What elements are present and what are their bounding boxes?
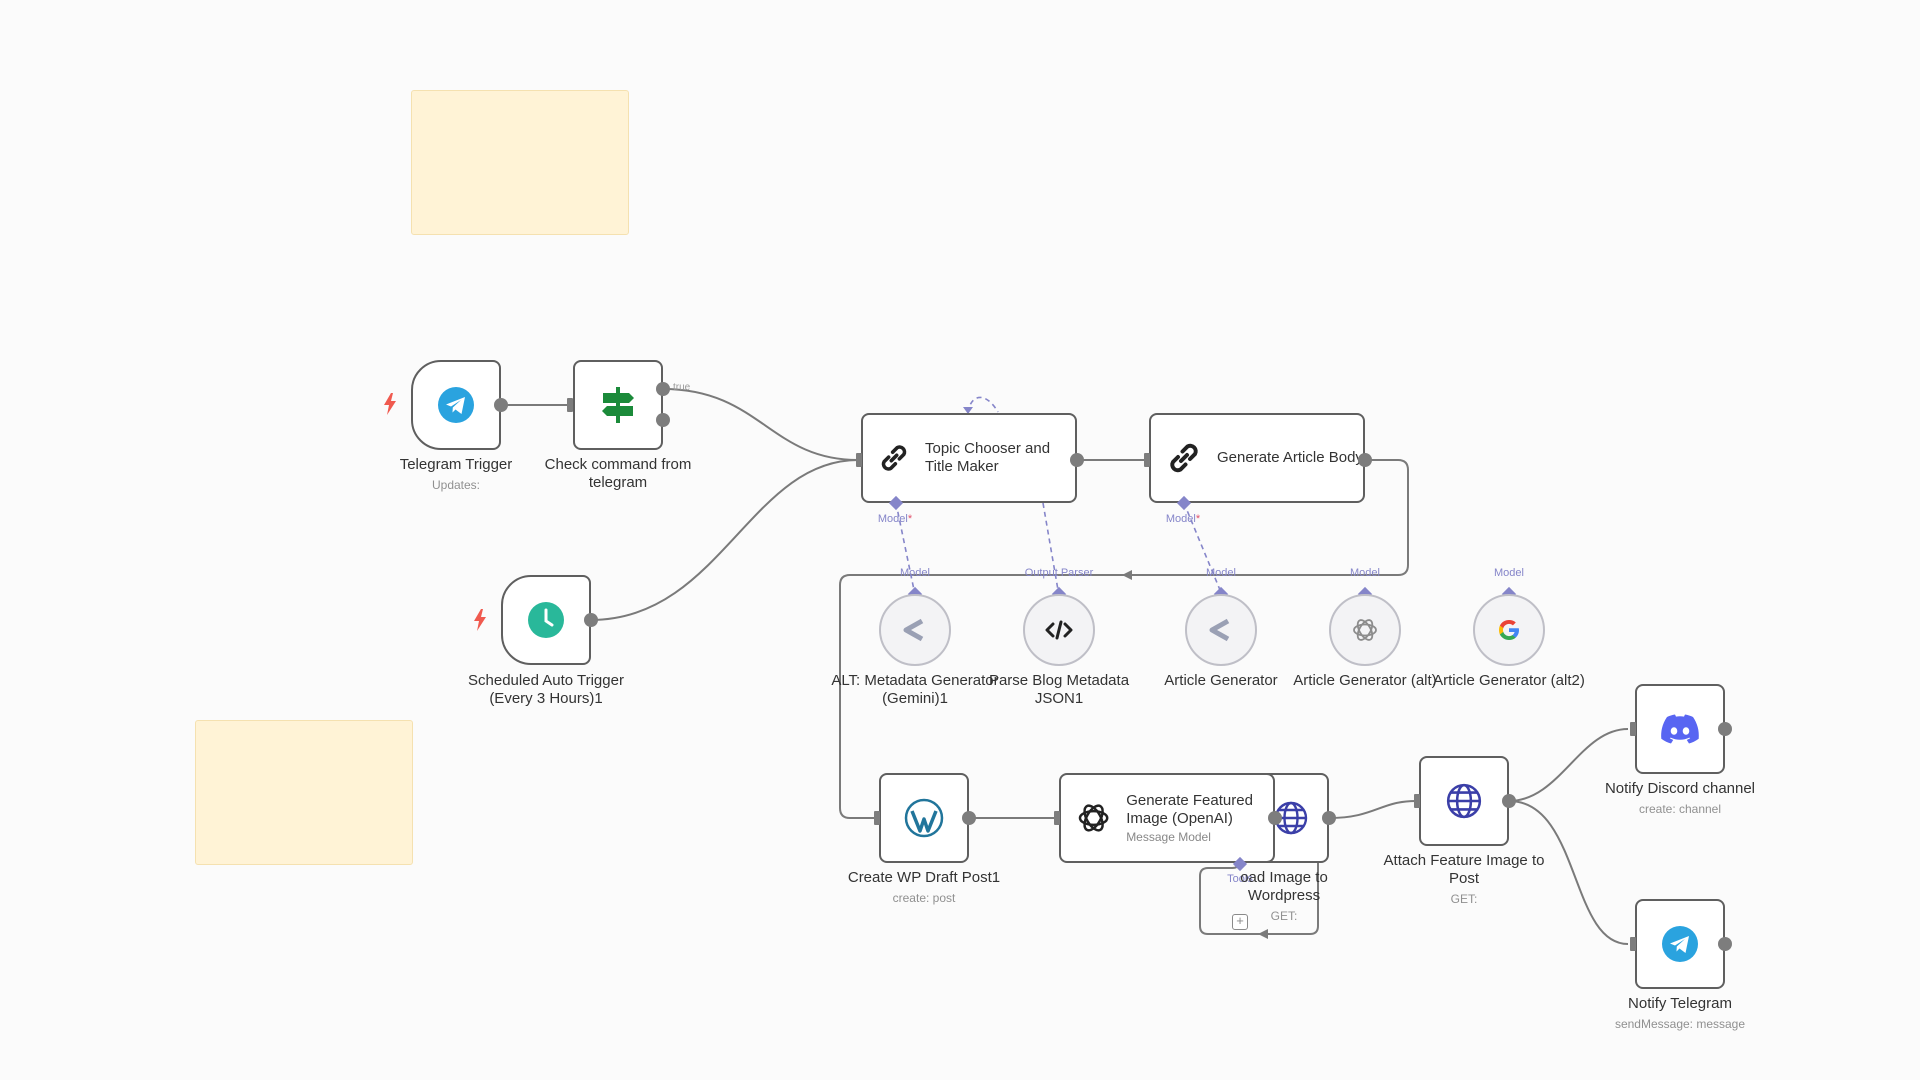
- node-alt-metadata[interactable]: [879, 594, 951, 666]
- node-label: Parse Blog Metadata JSON1: [988, 672, 1130, 707]
- output-port[interactable]: [962, 811, 976, 825]
- edge-upload-to-attach: [1328, 800, 1417, 819]
- node-scheduled-trigger[interactable]: [501, 575, 591, 665]
- edge-attach-to-discord: [1508, 728, 1629, 802]
- sub-port-label: Model: [1206, 567, 1236, 579]
- ai-edge-body-model: [1183, 502, 1221, 591]
- sticky-note[interactable]: [411, 90, 629, 235]
- ai-edge-topic-parser: [1042, 502, 1059, 591]
- node-label: Check command from telegram: [544, 456, 692, 491]
- node-label: Telegram Trigger Updates:: [399, 456, 513, 492]
- tools-port-label: Tools: [1227, 873, 1253, 885]
- output-port[interactable]: [1502, 794, 1516, 808]
- google-icon: [1499, 620, 1519, 640]
- node-generate-body[interactable]: Generate Article Body: [1149, 413, 1365, 503]
- sub-port-label: Output Parser: [1024, 567, 1094, 579]
- ai-arrow-topic-loop: [963, 407, 973, 414]
- arrow-body-loop: [1122, 570, 1132, 580]
- sub-port-label: Model: [900, 567, 930, 579]
- telegram-icon: [438, 387, 474, 423]
- output-port[interactable]: [1718, 722, 1732, 736]
- code-icon: [1045, 620, 1073, 640]
- model-port-label: Model: [878, 513, 912, 525]
- trigger-bolt-icon: [474, 609, 486, 631]
- input-port[interactable]: [1630, 722, 1636, 736]
- node-label: Create WP Draft Post1 create: post: [847, 869, 1001, 905]
- sub-port-label: Model: [1494, 567, 1524, 579]
- edge-attach-to-telegram: [1508, 800, 1629, 945]
- wordpress-icon: [904, 798, 944, 838]
- sticky-note[interactable]: [195, 720, 413, 865]
- discord-icon: [1661, 714, 1699, 744]
- ai-edge-topic-model: [895, 502, 915, 591]
- node-label: Scheduled Auto Trigger (Every 3 Hours)1: [468, 672, 624, 707]
- arrow-tools-loop: [1258, 929, 1268, 939]
- output-port-false[interactable]: [656, 413, 670, 427]
- edge-check-true-to-topic: [662, 388, 859, 461]
- node-create-wp-draft[interactable]: [879, 773, 969, 863]
- input-port[interactable]: [567, 398, 573, 412]
- input-port[interactable]: [1414, 794, 1420, 808]
- output-port[interactable]: [584, 613, 598, 627]
- ai-edge-topic-loop: [967, 396, 999, 414]
- edge-schedule-to-topic: [590, 459, 859, 621]
- input-port[interactable]: [874, 811, 880, 825]
- node-check-command[interactable]: [573, 360, 663, 450]
- add-tool-button[interactable]: +: [1232, 914, 1248, 930]
- input-port[interactable]: [856, 453, 862, 467]
- chain-link-icon: [1170, 443, 1198, 473]
- output-port[interactable]: [1718, 937, 1732, 951]
- telegram-icon: [1662, 926, 1698, 962]
- node-notify-discord[interactable]: [1635, 684, 1725, 774]
- node-article-generator[interactable]: [1185, 594, 1257, 666]
- chain-link-icon: [881, 445, 907, 471]
- output-port-true[interactable]: [656, 382, 670, 396]
- node-article-generator-alt[interactable]: [1329, 594, 1401, 666]
- openai-icon: [1078, 804, 1109, 832]
- output-port[interactable]: [1358, 453, 1372, 467]
- clock-icon: [528, 602, 564, 638]
- sub-port-label: Model: [1350, 567, 1380, 579]
- output-port[interactable]: [1322, 811, 1336, 825]
- output-port[interactable]: [494, 398, 508, 412]
- input-port[interactable]: [1144, 453, 1150, 467]
- globe-icon: [1446, 783, 1482, 819]
- output-port[interactable]: [1070, 453, 1084, 467]
- node-label: oad Image to Wordpress GET:: [1240, 869, 1328, 923]
- input-port[interactable]: [1630, 937, 1636, 951]
- node-generate-image[interactable]: Generate Featured Image (OpenAI) Message…: [1059, 773, 1275, 863]
- openai-icon: [1353, 619, 1377, 641]
- node-label: Article Generator (alt2): [1433, 672, 1585, 689]
- branch-label-true: true: [673, 382, 691, 393]
- node-attach-image[interactable]: [1419, 756, 1509, 846]
- node-topic-chooser[interactable]: Topic Chooser and Title Maker: [861, 413, 1077, 503]
- node-parse-blog[interactable]: [1023, 594, 1095, 666]
- node-article-generator-alt2[interactable]: [1473, 594, 1545, 666]
- gemini-chevron-icon: [903, 618, 924, 642]
- node-notify-telegram[interactable]: [1635, 899, 1725, 989]
- signpost-icon: [602, 387, 634, 423]
- node-label: Article Generator (alt): [1293, 672, 1437, 689]
- input-port[interactable]: [1054, 811, 1060, 825]
- node-telegram-trigger[interactable]: [411, 360, 501, 450]
- node-text: Generate Featured Image (OpenAI) Message…: [1126, 792, 1253, 844]
- trigger-bolt-icon: [384, 393, 396, 415]
- node-label: ALT: Metadata Generator (Gemini)1: [831, 672, 999, 707]
- output-port[interactable]: [1268, 811, 1282, 825]
- node-label: Notify Discord channel create: channel: [1604, 780, 1756, 816]
- model-port-label: Model: [1166, 513, 1200, 525]
- node-label: Article Generator: [1164, 672, 1278, 689]
- gemini-chevron-icon: [1209, 618, 1230, 642]
- node-label: Notify Telegram sendMessage: message: [1614, 995, 1746, 1031]
- node-label: Attach Feature Image to Post GET:: [1383, 852, 1545, 906]
